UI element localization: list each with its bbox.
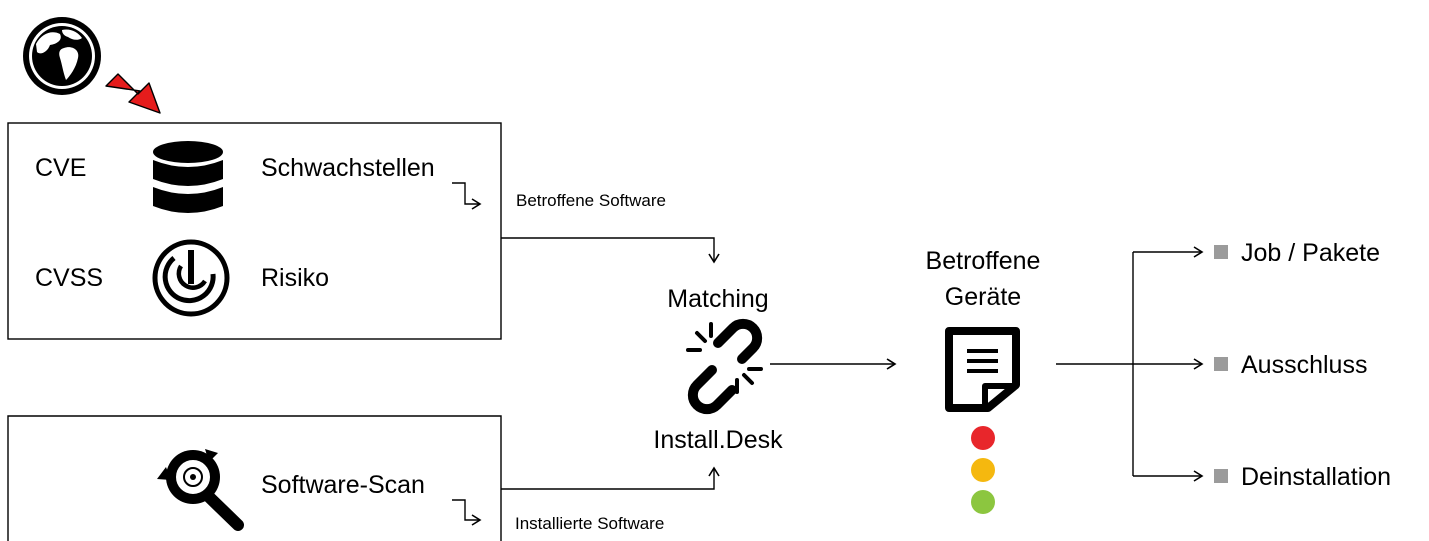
action-uninstall: Deinstallation [1241, 463, 1392, 491]
devices-title-line2: Geräte [944, 283, 1022, 311]
document-icon [945, 327, 1020, 412]
database-icon [153, 141, 223, 213]
scan-disc-icon [157, 449, 244, 531]
installed-software-arrow [501, 466, 720, 490]
devices-title-line1: Betroffene [925, 247, 1041, 275]
action-bullet [1214, 469, 1228, 483]
broken-link-icon [686, 318, 763, 415]
action-bullet [1214, 245, 1228, 259]
action-bullet [1214, 357, 1228, 371]
affected-software-arrow [501, 237, 720, 264]
globe-icon [23, 17, 101, 95]
install-desk-label: Install.Desk [653, 426, 783, 454]
action-exclusion: Ausschluss [1241, 351, 1368, 379]
cvss-label: CVSS [35, 264, 104, 292]
status-dot-green [971, 490, 995, 514]
status-dot-red [971, 426, 995, 450]
arrow-down-right-icon [105, 73, 161, 114]
software-scan-label: Software-Scan [261, 471, 425, 499]
gauge-icon [152, 239, 230, 317]
scan-connector [452, 499, 482, 526]
vulnerabilities-label: Schwachstellen [261, 154, 435, 182]
status-dot-yellow [971, 458, 995, 482]
risk-label: Risiko [261, 264, 330, 292]
matching-title: Matching [667, 285, 769, 313]
installed-software-label: Installierte Software [515, 514, 665, 533]
actions-branch [1056, 246, 1204, 482]
scan-source-box [7, 415, 502, 541]
action-job-packages: Job / Pakete [1241, 239, 1380, 267]
cve-label: CVE [35, 154, 87, 182]
vulnerabilities-connector [452, 182, 482, 210]
vulnerability-source-box [7, 122, 502, 340]
affected-software-label: Betroffene Software [516, 191, 666, 210]
